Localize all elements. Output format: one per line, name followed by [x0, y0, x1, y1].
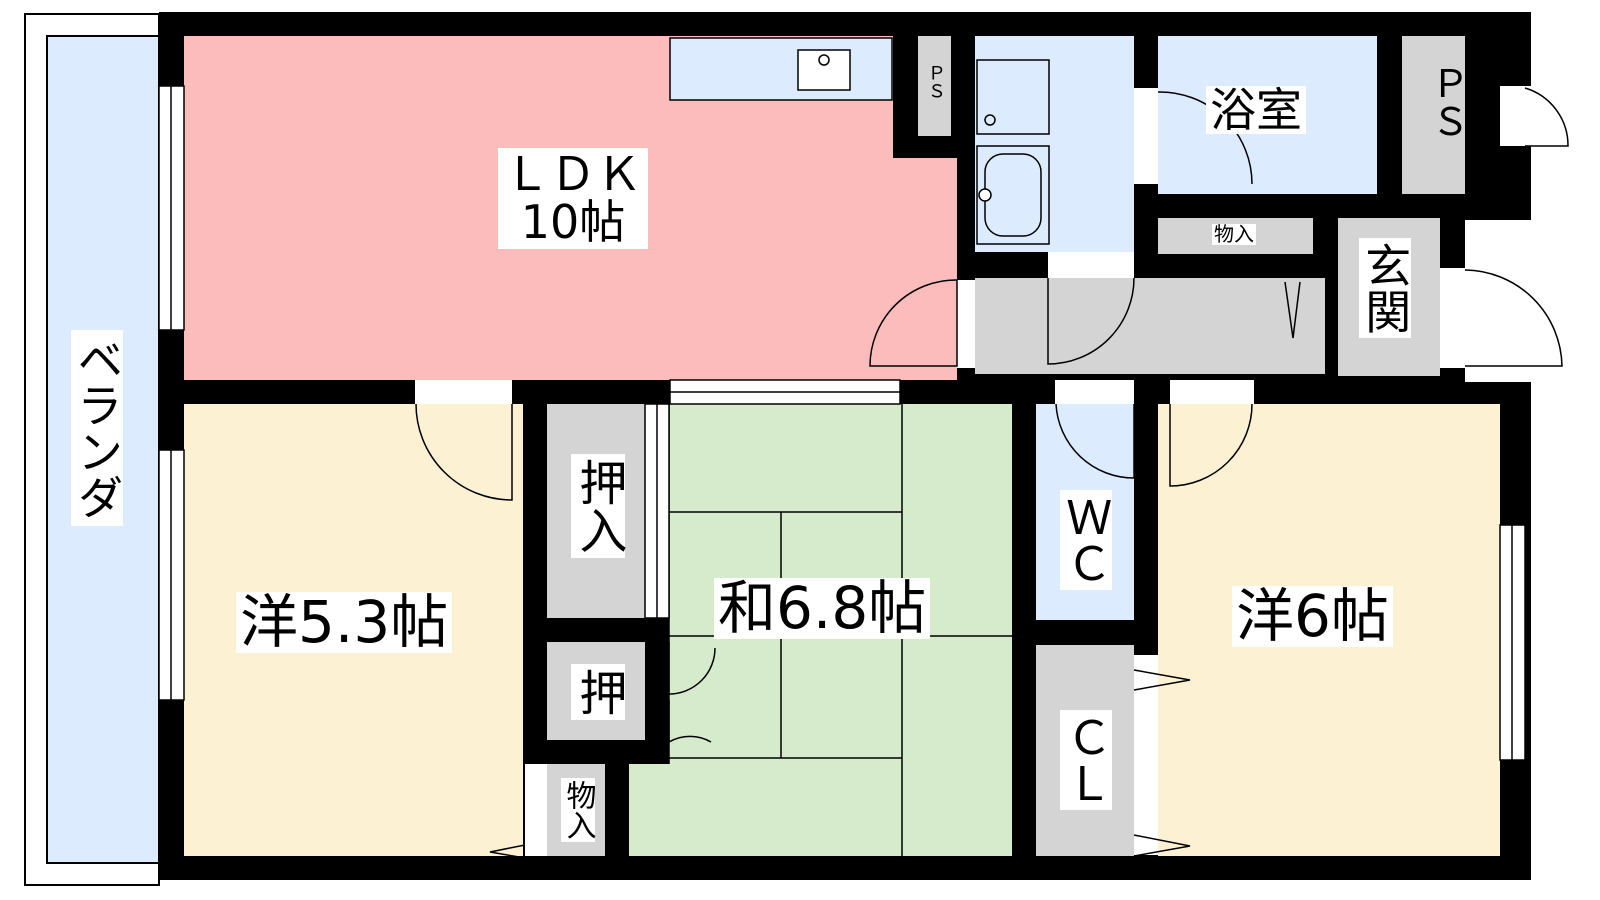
storage-bottom-label: 物入 — [560, 778, 596, 842]
kitchen-sink — [797, 49, 851, 91]
western-right-label: 洋6帖 — [1232, 586, 1393, 647]
washing-machine-pan — [976, 59, 1050, 135]
entrance-label: 玄関 — [1358, 238, 1412, 338]
vanity-tap — [978, 188, 992, 202]
oshiire-upper-label: 押入 — [570, 454, 626, 558]
ps-right-box — [1402, 36, 1465, 194]
ps-right-label: ＰＳ — [1424, 64, 1469, 140]
japanese-room-extension — [629, 764, 669, 856]
western-left-label: 洋5.3帖 — [236, 592, 453, 653]
vanity-basin — [984, 153, 1042, 237]
ldk-size: 10帖 — [520, 195, 626, 250]
basin-drain — [984, 114, 996, 126]
japanese-label: 和6.8帖 — [714, 578, 931, 639]
ldk-label: ＬＤＫ 10帖 — [498, 148, 648, 249]
entrance-recess — [1465, 220, 1531, 382]
wc-label: ＷＣ — [1059, 490, 1113, 590]
closet-door-strip — [1134, 655, 1158, 855]
ps-small-box — [918, 36, 951, 136]
bath-label: 浴室 — [1206, 86, 1306, 134]
balcony-label: ベランダ — [70, 330, 124, 526]
storage-top-label: 物入 — [1212, 222, 1256, 246]
hall — [975, 278, 1325, 374]
sink-drain — [818, 54, 830, 66]
closet-label: ＣＬ — [1059, 710, 1113, 810]
windows — [158, 85, 1526, 761]
ps-small-label: ＰＳ — [924, 64, 946, 100]
oshiire-lower-label: 押 — [570, 664, 626, 720]
kitchen-counter — [669, 37, 893, 101]
storage-bottom-side — [525, 764, 547, 856]
ldk-name: ＬＤＫ — [504, 147, 642, 201]
doors — [415, 86, 1569, 859]
